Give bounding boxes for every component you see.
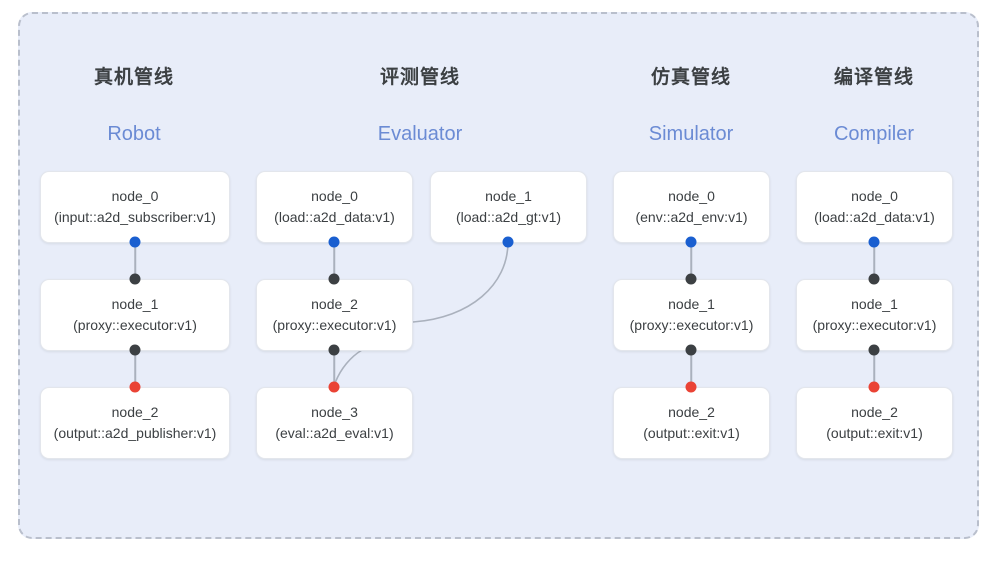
- node-evaluator-0[interactable]: node_0 (load::a2d_data:v1): [256, 171, 413, 243]
- node-type: (proxy::executor:v1): [629, 317, 754, 333]
- node-evaluator-3[interactable]: node_3 (eval::a2d_eval:v1): [256, 387, 413, 459]
- node-name: node_2: [111, 404, 159, 420]
- node-type: (output::a2d_publisher:v1): [53, 425, 217, 441]
- port-out-robot-0[interactable]: [129, 236, 141, 248]
- port-in-robot-2[interactable]: [129, 381, 141, 393]
- node-simulator-1[interactable]: node_1 (proxy::executor:v1): [613, 279, 770, 351]
- node-type: (output::exit:v1): [643, 425, 740, 441]
- port-out-simulator-0[interactable]: [685, 236, 697, 248]
- link-simulator-0-1: [690, 240, 692, 278]
- node-type: (env::a2d_env:v1): [635, 209, 748, 225]
- link-robot-0-1: [134, 240, 136, 278]
- port-out-simulator-1[interactable]: [685, 344, 697, 356]
- link-compiler-1-2: [873, 348, 875, 386]
- port-in-robot-1[interactable]: [129, 273, 141, 285]
- node-type: (output::exit:v1): [826, 425, 923, 441]
- node-name: node_3: [311, 404, 358, 420]
- port-out-evaluator-2[interactable]: [328, 344, 340, 356]
- node-type: (eval::a2d_eval:v1): [275, 425, 394, 441]
- node-compiler-1[interactable]: node_1 (proxy::executor:v1): [796, 279, 953, 351]
- node-type: (proxy::executor:v1): [73, 317, 197, 333]
- link-robot-1-2: [134, 348, 136, 386]
- node-name: node_0: [311, 188, 358, 204]
- port-in-simulator-2[interactable]: [685, 381, 697, 393]
- column-title-cn-evaluator: 评测管线: [379, 67, 460, 88]
- port-out-evaluator-0[interactable]: [328, 236, 340, 248]
- column-title-cn-robot: 真机管线: [93, 67, 174, 88]
- column-title-cn-compiler: 编译管线: [833, 67, 914, 88]
- link-evaluator-0-2: [333, 240, 335, 278]
- node-name: node_2: [851, 404, 898, 420]
- node-compiler-0[interactable]: node_0 (load::a2d_data:v1): [796, 171, 953, 243]
- column-title-en-evaluator: Evaluator: [377, 123, 463, 145]
- node-robot-1[interactable]: node_1 (proxy::executor:v1): [40, 279, 230, 351]
- port-out-compiler-0[interactable]: [868, 236, 880, 248]
- column-title-en-robot: Robot: [107, 123, 161, 145]
- node-simulator-2[interactable]: node_2 (output::exit:v1): [613, 387, 770, 459]
- node-evaluator-1[interactable]: node_1 (load::a2d_gt:v1): [430, 171, 587, 243]
- node-type: (input::a2d_subscriber:v1): [54, 209, 216, 225]
- node-type: (load::a2d_data:v1): [814, 209, 935, 225]
- node-robot-0[interactable]: node_0 (input::a2d_subscriber:v1): [40, 171, 230, 243]
- node-name: node_1: [668, 296, 715, 312]
- port-out-robot-1[interactable]: [129, 344, 141, 356]
- port-out-compiler-1[interactable]: [868, 344, 880, 356]
- port-in-compiler-2[interactable]: [868, 381, 880, 393]
- column-title-cn-simulator: 仿真管线: [650, 67, 731, 88]
- node-simulator-0[interactable]: node_0 (env::a2d_env:v1): [613, 171, 770, 243]
- node-name: node_1: [851, 296, 898, 312]
- node-name: node_0: [111, 188, 159, 204]
- node-robot-2[interactable]: node_2 (output::a2d_publisher:v1): [40, 387, 230, 459]
- node-type: (proxy::executor:v1): [272, 317, 397, 333]
- node-name: node_1: [111, 296, 159, 312]
- link-simulator-1-2: [690, 348, 692, 386]
- node-evaluator-2[interactable]: node_2 (proxy::executor:v1): [256, 279, 413, 351]
- port-in-simulator-1[interactable]: [685, 273, 697, 285]
- column-title-en-simulator: Simulator: [648, 123, 734, 145]
- link-compiler-0-1: [873, 240, 875, 278]
- node-name: node_0: [668, 188, 715, 204]
- node-type: (load::a2d_gt:v1): [455, 209, 562, 225]
- node-name: node_2: [311, 296, 358, 312]
- port-in-compiler-1[interactable]: [868, 273, 880, 285]
- node-name: node_1: [485, 188, 532, 204]
- node-type: (load::a2d_data:v1): [274, 209, 395, 225]
- pipeline-panel: [18, 12, 979, 539]
- node-type: (proxy::executor:v1): [812, 317, 937, 333]
- node-name: node_2: [668, 404, 715, 420]
- port-out-evaluator-1[interactable]: [502, 236, 514, 248]
- node-name: node_0: [851, 188, 898, 204]
- node-compiler-2[interactable]: node_2 (output::exit:v1): [796, 387, 953, 459]
- port-in-evaluator-3[interactable]: [328, 381, 340, 393]
- column-title-en-compiler: Compiler: [833, 123, 915, 145]
- port-in-evaluator-2[interactable]: [328, 273, 340, 285]
